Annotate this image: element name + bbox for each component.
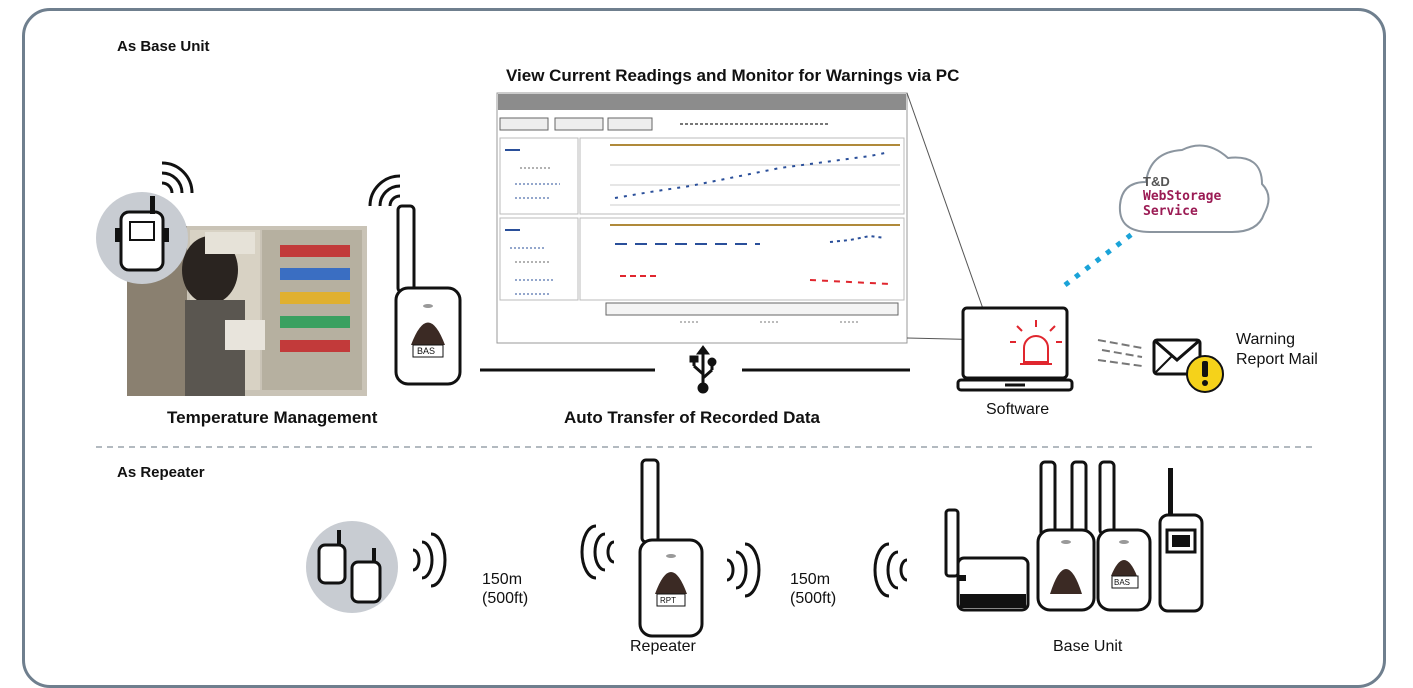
- software-screenshot: [496, 92, 908, 344]
- auto-transfer-caption: Auto Transfer of Recorded Data: [564, 408, 820, 427]
- monitor-heading: View Current Readings and Monitor for Wa…: [506, 66, 960, 85]
- software-caption: Software: [986, 401, 1050, 418]
- wireless-waves-icon: [580, 524, 615, 580]
- wireless-waves-icon: [161, 161, 194, 194]
- cloud-icon: [1118, 144, 1270, 233]
- siren-icon: [1010, 320, 1062, 365]
- distance2-line1: 150m: [790, 571, 831, 588]
- distance1-line2: (500ft): [482, 590, 529, 607]
- repeater-device: [638, 458, 704, 638]
- diagram-graphics: [96, 92, 1316, 638]
- mail-speed-lines: [1097, 339, 1143, 367]
- wireless-waves-icon: [873, 542, 908, 598]
- base-station-device: [394, 204, 462, 386]
- loggers-badge-icon: [306, 521, 398, 613]
- cloud-upload-dots: [1063, 226, 1142, 287]
- temperature-management-caption: Temperature Management: [167, 408, 378, 427]
- logger-badge-icon: [96, 192, 188, 284]
- base-units-group: [944, 460, 1204, 613]
- laptop-icon: [956, 306, 1074, 392]
- zoom-line: [906, 92, 995, 341]
- cloud-label-line2: WebStorage: [1143, 189, 1222, 204]
- cloud-label-line3: Service: [1143, 204, 1198, 219]
- warning-caption-line1: Warning: [1236, 331, 1295, 348]
- base-unit-tag: BAS: [1114, 578, 1131, 587]
- usb-icon: [689, 345, 717, 394]
- store-photo: [127, 226, 367, 396]
- wireless-waves-icon: [412, 532, 447, 588]
- wireless-waves-icon: [368, 174, 401, 207]
- wireless-waves-icon: [726, 542, 761, 598]
- warning-caption-line2: Report Mail: [1236, 351, 1318, 368]
- section-title-repeater: As Repeater: [117, 464, 205, 481]
- repeater-caption: Repeater: [630, 638, 696, 655]
- base-device-tag: BAS: [417, 346, 436, 356]
- repeater-device-tag: RPT: [660, 596, 676, 605]
- distance2-line2: (500ft): [790, 590, 837, 607]
- distance1-line1: 150m: [482, 571, 523, 588]
- section-title-base-unit: As Base Unit: [117, 38, 210, 55]
- warning-icon: [1186, 355, 1224, 393]
- cloud-label-line1: T&D: [1143, 174, 1170, 189]
- base-unit-caption: Base Unit: [1053, 638, 1123, 655]
